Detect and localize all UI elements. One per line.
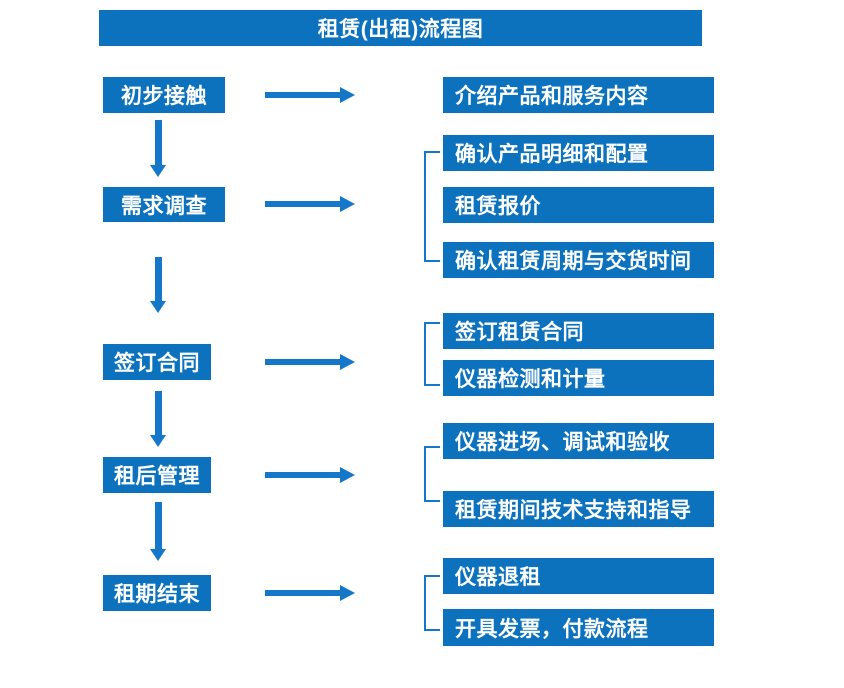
group-bracket-sign-contract	[424, 322, 440, 386]
detail-box-confirm-period-delivery: 确认租赁周期与交货时间	[443, 242, 714, 278]
down-arrow-icon	[150, 502, 167, 561]
detail-box-confirm-product-details: 确认产品明细和配置	[443, 135, 714, 171]
detail-box-instrument-entry-acceptance: 仪器进场、调试和验收	[443, 423, 714, 459]
right-arrow-icon	[265, 585, 355, 601]
detail-box-rental-quotation: 租赁报价	[443, 187, 714, 223]
step-box-initial-contact: 初步接触	[103, 77, 225, 113]
group-bracket-rental-end	[424, 575, 440, 631]
detail-box-sign-rental-contract: 签订租赁合同	[443, 313, 714, 349]
detail-box-introduce-products: 介绍产品和服务内容	[443, 77, 714, 113]
detail-box-technical-support: 租赁期间技术支持和指导	[443, 491, 714, 527]
down-arrow-icon	[150, 257, 167, 313]
right-arrow-icon	[265, 87, 355, 103]
group-bracket-demand-survey	[424, 151, 440, 262]
down-arrow-icon	[150, 120, 167, 177]
right-arrow-icon	[265, 354, 355, 370]
step-box-post-rental-management: 租后管理	[103, 457, 211, 493]
detail-box-instrument-return: 仪器退租	[443, 558, 714, 594]
page-title: 租赁(出租)流程图	[99, 10, 702, 46]
right-arrow-icon	[265, 196, 355, 212]
group-bracket-post-rental-management	[424, 446, 440, 502]
right-arrow-icon	[265, 467, 355, 483]
detail-box-invoice-payment: 开具发票，付款流程	[443, 609, 714, 646]
step-box-rental-end: 租期结束	[103, 575, 211, 611]
down-arrow-icon	[150, 391, 167, 447]
step-box-demand-survey: 需求调查	[103, 187, 225, 222]
detail-box-instrument-testing: 仪器检测和计量	[443, 360, 714, 396]
step-box-sign-contract: 签订合同	[103, 344, 211, 380]
